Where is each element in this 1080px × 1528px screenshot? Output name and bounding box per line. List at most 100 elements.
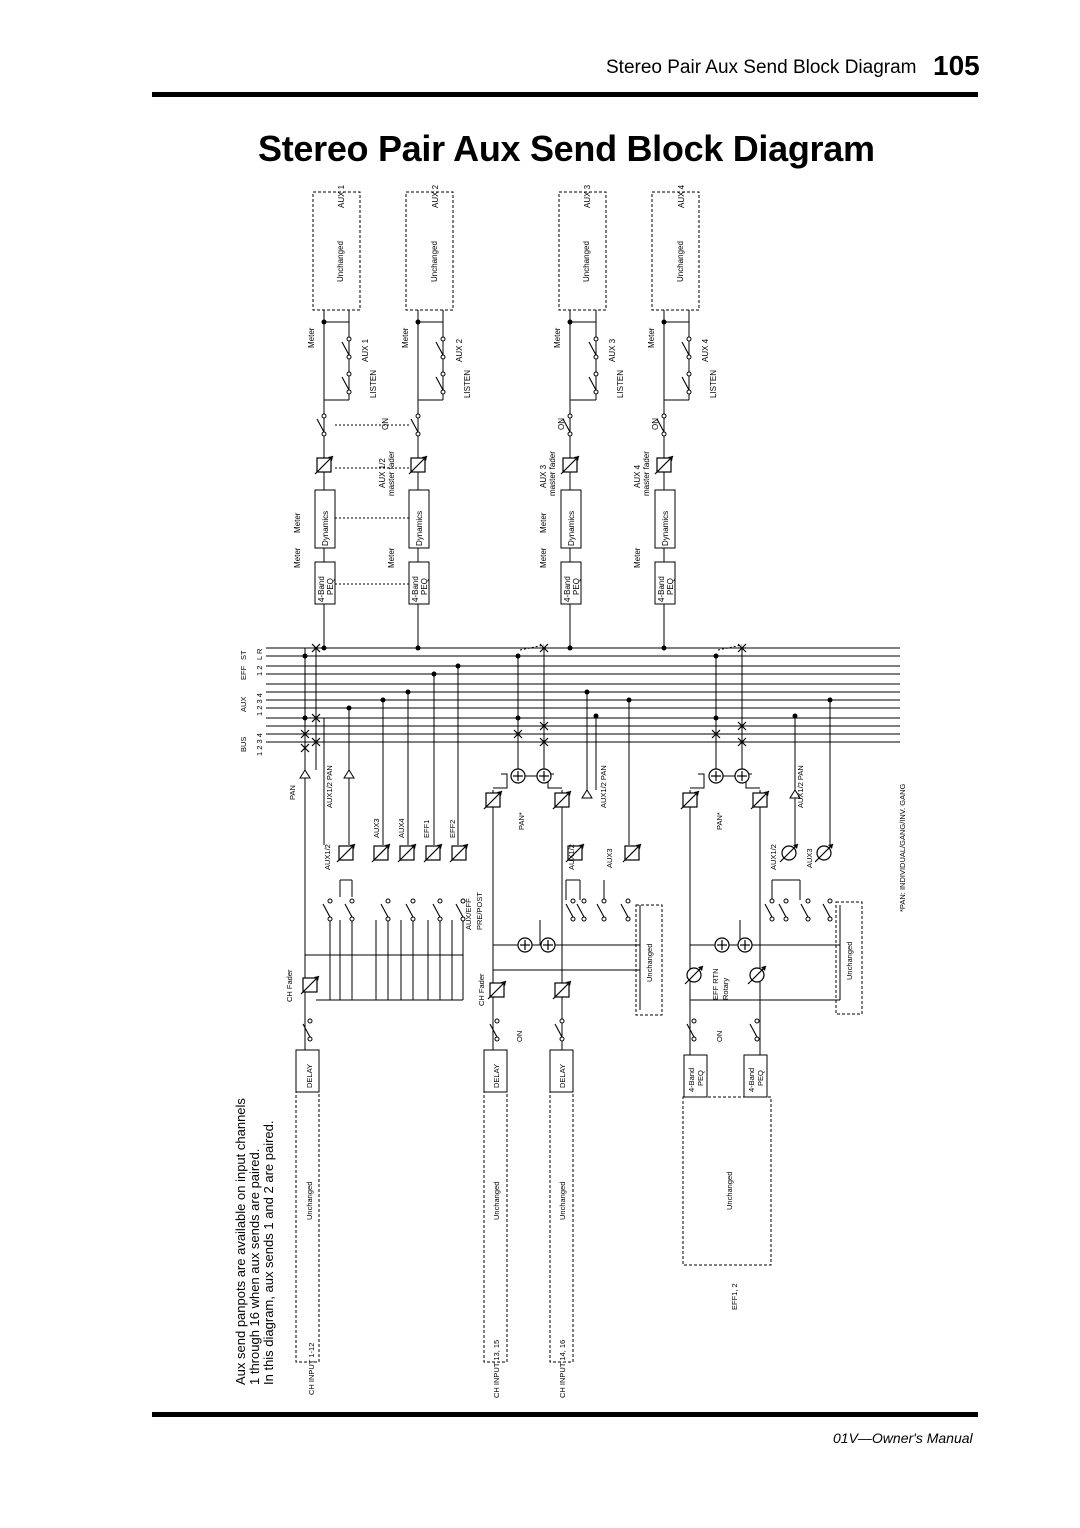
- label-meter-peq-3: Meter: [539, 547, 548, 568]
- label-master-fader-4: master fader: [642, 451, 651, 496]
- label-dynamics-4: Dynamics: [661, 511, 670, 546]
- label-4band-eff-b: 4-Band: [747, 1068, 756, 1092]
- bus-hdr-st: ST: [239, 650, 248, 660]
- label-pan-note: *PAN: INDIVIDUAL/GANG/INV. GANG: [898, 783, 907, 912]
- label-aux3: AUX 3: [583, 184, 592, 208]
- label-pan: PAN: [288, 785, 297, 800]
- channel-13-16: [483, 644, 663, 1363]
- label-aux12-pan-1: AUX1/2 PAN: [325, 765, 334, 808]
- eff-return-section: [682, 644, 863, 1266]
- label-on-13: ON: [515, 1031, 524, 1042]
- label-meter-dyn-3: Meter: [539, 512, 548, 533]
- label-aux3-master: AUX 3: [539, 464, 548, 488]
- label-4band-eff-a: 4-Band: [687, 1068, 696, 1092]
- label-meter-aux2: Meter: [401, 327, 410, 348]
- bus-nums-st: L R: [255, 648, 264, 660]
- label-aux1: AUX 1: [337, 184, 346, 208]
- label-aux-eff: AUX/EFF: [464, 898, 473, 930]
- bus-lines: [266, 647, 900, 743]
- label-meter-aux3: Meter: [553, 327, 562, 348]
- aux-output-controls: [314, 319, 692, 475]
- label-aux4-1: AUX4: [397, 818, 406, 838]
- label-eff1-1: EFF1: [422, 820, 431, 838]
- label-unchanged-13: Unchanged: [492, 1182, 501, 1220]
- label-delay-13: DELAY: [492, 1064, 501, 1088]
- label-aux3-eff: AUX3: [805, 848, 814, 868]
- label-aux12-pan-eff: AUX1/2 PAN: [796, 765, 805, 808]
- unchanged-box-aux1: [312, 191, 361, 311]
- label-peq-2: PEQ: [420, 578, 429, 595]
- label-aux3-1: AUX3: [372, 818, 381, 838]
- label-unchanged-ch1: Unchanged: [305, 1182, 314, 1220]
- label-aux12-1: AUX1/2: [323, 844, 332, 870]
- label-aux4-master: AUX 4: [633, 464, 642, 488]
- label-aux2-sw: AUX 2: [455, 338, 464, 362]
- label-unchanged-eff: Unchanged: [725, 1172, 734, 1210]
- label-aux1-sw: AUX 1: [361, 338, 370, 362]
- label-unchanged-eff-mid: Unchanged: [845, 942, 854, 980]
- channel-1-12: [295, 648, 464, 1363]
- label-dynamics-3: Dynamics: [567, 511, 576, 546]
- label-ch-fader-1: CH Fader: [285, 969, 294, 1002]
- label-ch-input-14-16: CH INPUT 14, 16: [558, 1340, 567, 1398]
- bus-nums-bus: 1 2 3 4: [255, 733, 264, 756]
- label-unchanged-aux4: Unchanged: [676, 241, 685, 282]
- label-listen-aux1: LISTEN: [369, 370, 378, 398]
- label-aux12-pan-13: AUX1/2 PAN: [599, 765, 608, 808]
- label-unchanged-aux1: Unchanged: [336, 241, 345, 282]
- bus-hdr-eff: EFF: [239, 665, 248, 680]
- label-ch-input-13-15: CH INPUT 13, 15: [492, 1340, 501, 1398]
- label-meter-peq-4: Meter: [633, 547, 642, 568]
- label-listen-aux4: LISTEN: [709, 370, 718, 398]
- note-line3: In this diagram, aux sends 1 and 2 are p…: [261, 1121, 276, 1386]
- label-listen-aux2: LISTEN: [463, 370, 472, 398]
- label-pan-star-eff: PAN*: [715, 812, 724, 830]
- label-meter-aux4: Meter: [647, 327, 656, 348]
- page-title: Stereo Pair Aux Send Block Diagram: [258, 128, 875, 169]
- bus-hdr-bus: BUS: [239, 737, 248, 752]
- label-on-aux4: ON: [651, 418, 660, 430]
- label-aux12-eff: AUX1/2: [769, 844, 778, 870]
- label-4band-4: 4-Band: [657, 576, 666, 602]
- footer-rule: [152, 1412, 978, 1417]
- label-aux4: AUX 4: [677, 184, 686, 208]
- label-eff2-1: EFF2: [448, 820, 457, 838]
- label-aux12-13: AUX1/2: [567, 844, 576, 870]
- label-ch-input-1-12: CH INPUT 1-12: [307, 1343, 316, 1395]
- unchanged-box-aux3: [558, 191, 607, 311]
- label-peq-eff-a: PEQ: [696, 1070, 705, 1086]
- label-meter-peq-1: Meter: [293, 547, 302, 568]
- label-peq-1: PEQ: [326, 578, 335, 595]
- label-4band-2: 4-Band: [411, 576, 420, 602]
- header-rule: [152, 92, 978, 97]
- label-on-aux3: ON: [557, 418, 566, 430]
- label-unchanged-14: Unchanged: [558, 1182, 567, 1220]
- bus-nums-aux: 1 2 3 4: [255, 693, 264, 716]
- label-peq-eff-b: PEQ: [756, 1070, 765, 1086]
- label-dynamics-1: Dynamics: [321, 511, 330, 546]
- label-unchanged-aux2: Unchanged: [430, 241, 439, 282]
- label-delay-1: DELAY: [305, 1064, 314, 1088]
- label-dynamics-2: Dynamics: [415, 511, 424, 546]
- label-aux4-sw: AUX 4: [701, 338, 710, 362]
- aux-output-sections: [312, 191, 700, 648]
- bus-hdr-aux: AUX: [239, 697, 248, 712]
- label-4band-3: 4-Band: [563, 576, 572, 602]
- bus-nums-eff: 1 2: [255, 666, 264, 676]
- label-aux2: AUX 2: [431, 184, 440, 208]
- label-eff12: EFF1, 2: [730, 1283, 739, 1310]
- bus-junctions: [300, 643, 833, 753]
- label-peq-3: PEQ: [572, 578, 581, 595]
- label-peq-4: PEQ: [666, 578, 675, 595]
- label-unchanged-13-mid: Unchanged: [645, 944, 654, 982]
- unchanged-box-aux2: [405, 191, 454, 311]
- footer-manual-title: 01V—Owner's Manual: [833, 1430, 973, 1446]
- label-unchanged-aux3: Unchanged: [582, 241, 591, 282]
- label-listen-aux3: LISTEN: [616, 370, 625, 398]
- note-line2: 1 through 16 when aux sends are paired.: [247, 1149, 262, 1385]
- channel-1-12-controls: [300, 843, 469, 1042]
- label-delay-14: DELAY: [558, 1064, 567, 1088]
- unchanged-box-aux4: [651, 191, 700, 311]
- label-aux3-sw: AUX 3: [608, 338, 617, 362]
